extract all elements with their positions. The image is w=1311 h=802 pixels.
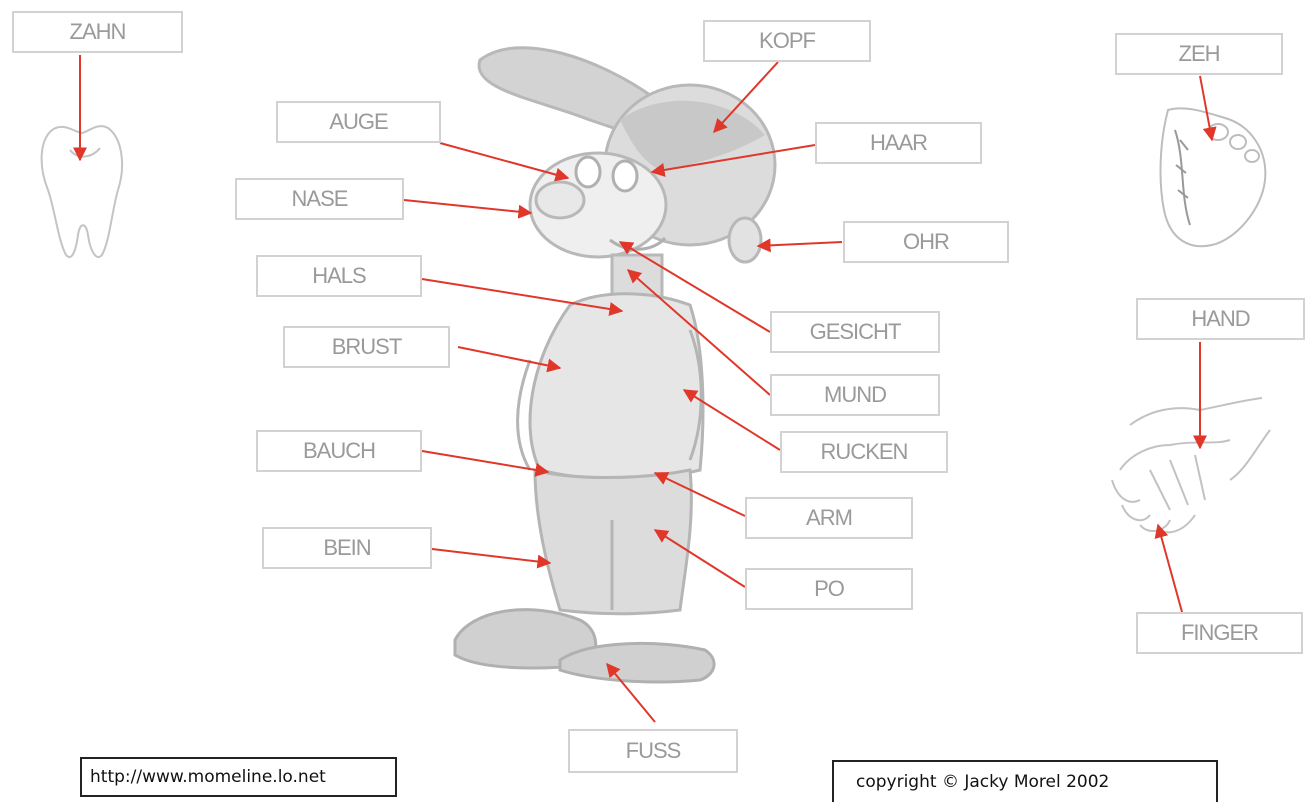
label-hals: HALS xyxy=(256,255,422,297)
label-rucken: RUCKEN xyxy=(780,431,948,473)
arrow-ohr xyxy=(756,238,843,253)
arrow-finger xyxy=(1154,523,1183,613)
arrow-gesicht xyxy=(618,241,771,333)
label-ohr: OHR xyxy=(843,221,1009,263)
pointer-arrows xyxy=(73,55,1217,723)
website-url-box: http://www.momeline.lo.net xyxy=(80,757,397,797)
label-bauch: BAUCH xyxy=(256,430,422,472)
label-haar: HAAR xyxy=(815,122,982,164)
arrow-auge xyxy=(439,142,570,182)
arrow-brust xyxy=(457,346,562,373)
label-brust: BRUST xyxy=(283,326,450,368)
tooth-icon xyxy=(40,125,124,258)
foot-icon xyxy=(1159,107,1267,248)
label-mund: MUND xyxy=(770,374,940,416)
hand-icon xyxy=(1111,397,1271,534)
arrow-fuss xyxy=(606,662,656,723)
copyright-box: copyright © Jacky Morel 2002 xyxy=(832,760,1218,802)
label-bein: BEIN xyxy=(262,527,432,569)
arrow-haar xyxy=(650,144,816,177)
boy-figure xyxy=(453,46,777,684)
arrow-nase xyxy=(403,199,533,219)
label-po: PO xyxy=(745,568,913,610)
label-hand: HAND xyxy=(1136,298,1305,340)
label-finger: FINGER xyxy=(1136,612,1303,654)
label-fuss: FUSS xyxy=(568,729,738,773)
arrow-hals xyxy=(421,278,624,316)
arrow-bein xyxy=(431,548,552,569)
label-nase: NASE xyxy=(235,178,404,220)
label-gesicht: GESICHT xyxy=(770,311,940,353)
label-kopf: KOPF xyxy=(703,20,871,62)
arrow-kopf xyxy=(713,61,779,134)
arrow-bauch xyxy=(421,450,550,477)
arrow-rucken xyxy=(682,389,781,451)
arrow-mund xyxy=(626,269,771,396)
label-arm: ARM xyxy=(745,497,913,539)
label-zeh: ZEH xyxy=(1115,33,1283,75)
arrow-po xyxy=(653,529,746,588)
label-zahn: ZAHN xyxy=(12,11,183,53)
label-auge: AUGE xyxy=(276,101,441,143)
arrow-arm xyxy=(653,472,746,517)
arrow-zeh xyxy=(1199,75,1217,142)
